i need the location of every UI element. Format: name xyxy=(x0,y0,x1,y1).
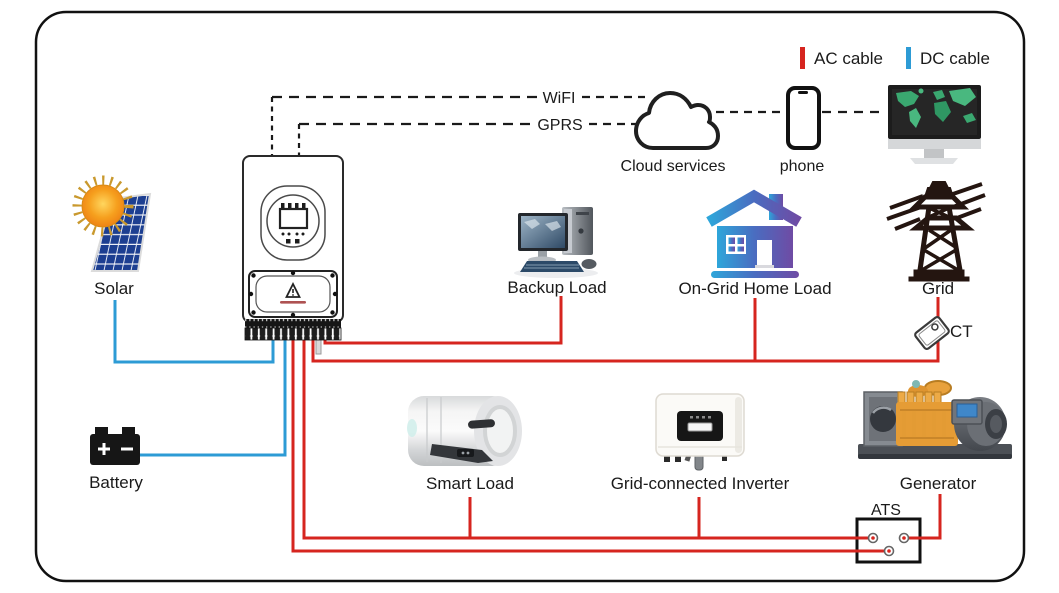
wifi-label: WiFI xyxy=(543,90,576,107)
dc-cable-label: DC cable xyxy=(920,49,990,68)
warning-triangle-icon xyxy=(285,281,301,298)
dc-cables xyxy=(113,300,287,457)
house-door xyxy=(757,240,772,266)
phone-label: phone xyxy=(780,158,825,175)
generator-panel-screen xyxy=(956,403,978,418)
ct-sensor-icon xyxy=(914,315,950,351)
grid-label: Grid xyxy=(922,279,954,298)
dc-cable-solar xyxy=(113,300,275,364)
ats-label: ATS xyxy=(871,502,901,519)
cloud-icon xyxy=(634,91,720,150)
heater-vent xyxy=(468,419,495,429)
smart-load-icon xyxy=(407,396,522,466)
power-lines xyxy=(886,182,986,231)
inverter-screen xyxy=(278,207,309,230)
backup-load-icon xyxy=(514,207,598,278)
ac-cable-grid xyxy=(311,297,940,363)
inverter-terminal-strip xyxy=(245,319,341,328)
smart-load-label: Smart Load xyxy=(426,474,514,493)
ac-cable-label: AC cable xyxy=(814,49,883,68)
inverter-icon xyxy=(242,155,344,355)
legend: AC cable DC cable xyxy=(800,47,990,69)
gprs-label: GPRS xyxy=(537,117,582,134)
ct-label: CT xyxy=(950,322,973,341)
ats-terminals xyxy=(867,532,910,557)
ac-cable-ats-lower xyxy=(291,336,889,553)
battery-label: Battery xyxy=(89,473,143,492)
sun-icon xyxy=(81,184,125,228)
dc-cable-swatch xyxy=(906,47,911,69)
ac-cable-smartload-bus xyxy=(302,336,873,540)
solar-panel xyxy=(90,192,152,272)
ac-cable-swatch xyxy=(800,47,805,69)
grid-tower-icon xyxy=(886,181,986,282)
home-load-icon xyxy=(706,189,802,278)
battery-icon xyxy=(90,427,140,465)
network-links xyxy=(270,95,886,156)
grid-connected-inverter-label: Grid-connected Inverter xyxy=(611,474,790,493)
engine-block xyxy=(896,391,958,446)
ac-cable-backup-load xyxy=(323,296,563,345)
diagram-border xyxy=(34,10,1026,583)
solar-label: Solar xyxy=(94,279,134,298)
battery-plus xyxy=(98,443,110,455)
backup-load-label: Backup Load xyxy=(507,278,606,297)
world-map xyxy=(896,88,976,128)
sun-rays xyxy=(72,175,134,237)
generator-label: Generator xyxy=(900,474,977,493)
solar-icon xyxy=(72,175,152,272)
home-load-label: On-Grid Home Load xyxy=(678,279,831,298)
monitor-icon xyxy=(888,85,981,164)
cloud-label: Cloud services xyxy=(621,158,726,175)
dc-cable-battery xyxy=(140,336,287,457)
generator-icon xyxy=(858,380,1012,459)
grid-connected-inverter-icon xyxy=(655,393,745,471)
house-roof xyxy=(706,189,802,227)
ac-cables xyxy=(291,296,942,553)
phone-icon xyxy=(786,86,821,150)
ac-cable-generator xyxy=(904,494,942,540)
inverter-screws xyxy=(248,270,338,318)
